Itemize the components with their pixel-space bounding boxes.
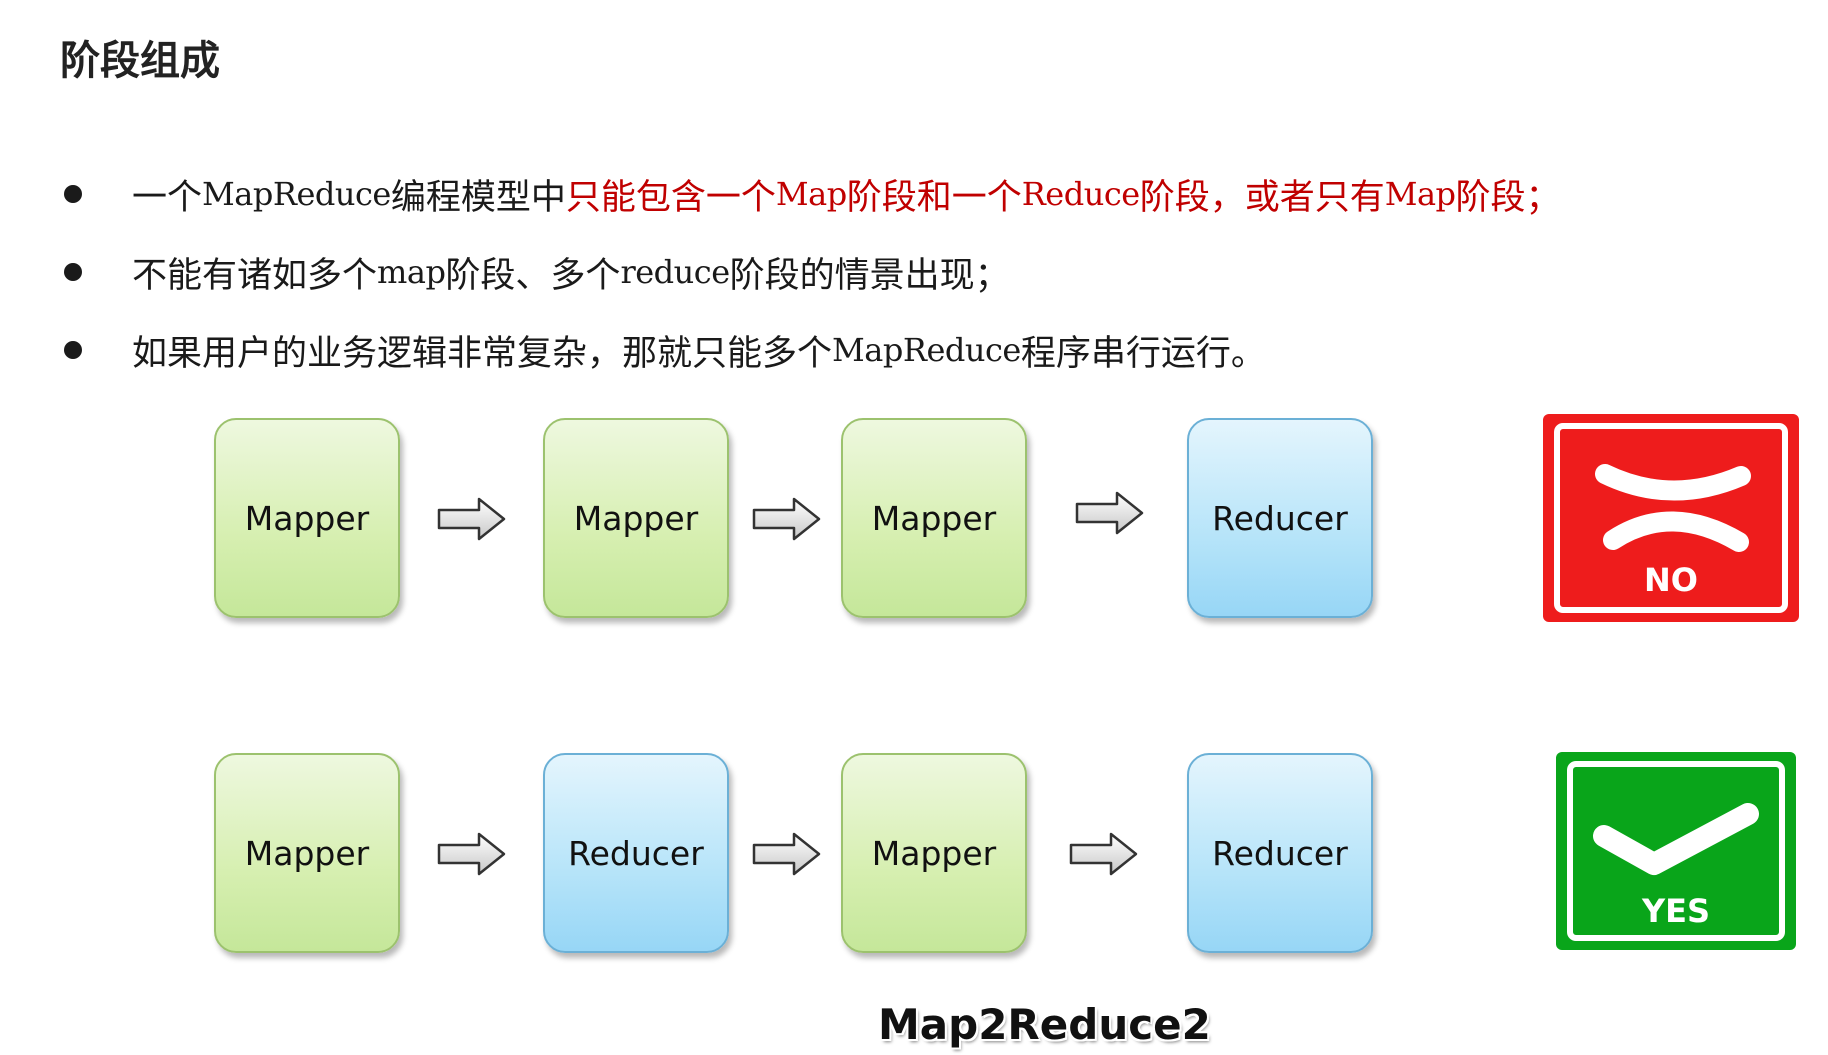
right-arrow-icon — [437, 831, 507, 877]
bullet-dot-icon — [64, 263, 82, 281]
highlight-text: Map — [1384, 175, 1456, 213]
flow-row-invalid: Mapper Mapper Mapper Reducer NO — [0, 414, 1828, 628]
mapper-box: Mapper — [841, 753, 1027, 953]
reducer-box: Reducer — [1187, 418, 1373, 618]
verdict-label: NO — [1644, 561, 1698, 599]
highlight-text: 阶段； — [1455, 177, 1561, 218]
yes-sign: YES — [1556, 752, 1796, 954]
right-arrow-icon — [1069, 831, 1139, 877]
bullet-text: MapReduce — [202, 175, 391, 213]
right-arrow-icon — [437, 496, 507, 542]
mapper-box: Mapper — [543, 418, 729, 618]
highlight-text: 阶段，或者只有 — [1139, 177, 1385, 218]
check-mark-icon — [1593, 803, 1759, 875]
bullet-text: 程序串行运行。 — [1020, 333, 1266, 374]
reducer-box: Reducer — [1187, 753, 1373, 953]
caption-subtitle: Map2Reduce2 — [878, 1000, 1211, 1049]
bullet-text: 一个 — [132, 177, 203, 218]
bullet-text: 如果用户的业务逻辑非常复杂，那就只能多个 — [132, 333, 833, 374]
bullet-text: 不能有诸如多个 — [132, 255, 378, 296]
bullet-text: MapReduce — [832, 331, 1021, 369]
mapper-box: Mapper — [214, 418, 400, 618]
reducer-box: Reducer — [543, 753, 729, 953]
verdict-label: YES — [1641, 892, 1710, 930]
highlight-text: Map — [775, 175, 847, 213]
bullet-dot-icon — [64, 185, 82, 203]
bullet-dot-icon — [64, 341, 82, 359]
right-arrow-icon — [1075, 490, 1145, 536]
x-cross-icon — [1595, 464, 1751, 552]
bullet-text: reduce — [620, 253, 730, 291]
bullet-text: 阶段的情景出现； — [729, 255, 1010, 296]
bullet-text: 编程模型中 — [390, 177, 566, 218]
mapper-box: Mapper — [214, 753, 400, 953]
highlight-text: Reduce — [1021, 175, 1140, 213]
no-sign: NO — [1543, 414, 1799, 626]
highlight-text: 只能包含一个 — [565, 177, 776, 218]
bullet-text: map — [377, 253, 446, 291]
page-title: 阶段组成 — [60, 38, 220, 84]
bullet-text: 阶段、多个 — [445, 255, 621, 296]
right-arrow-icon — [752, 831, 822, 877]
mapper-box: Mapper — [841, 418, 1027, 618]
right-arrow-icon — [752, 496, 822, 542]
highlight-text: 阶段和一个 — [846, 177, 1022, 218]
